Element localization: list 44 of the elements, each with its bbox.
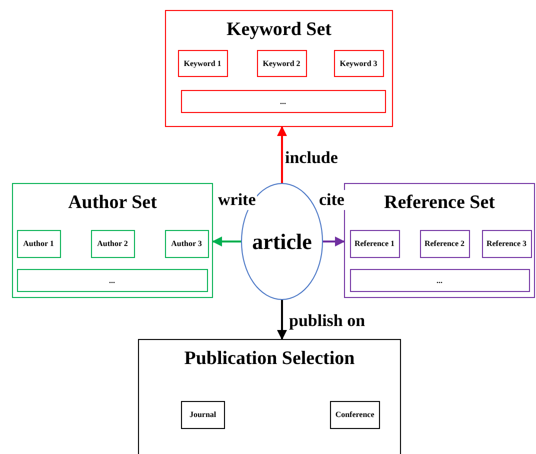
item-box xyxy=(350,268,530,292)
item-box xyxy=(330,400,380,429)
item-label: Author 2 xyxy=(97,239,128,248)
group-box xyxy=(138,339,401,454)
item-label: Conference xyxy=(335,410,374,420)
item-box xyxy=(180,400,225,429)
item-box xyxy=(90,230,134,258)
item-label: Keyword 2 xyxy=(262,58,300,68)
arrow xyxy=(277,300,287,340)
item-box xyxy=(482,230,532,258)
edge-label: publish on xyxy=(288,311,366,331)
item-box xyxy=(256,50,306,76)
item-label: Reference 2 xyxy=(424,239,465,248)
item-label: Author 1 xyxy=(23,239,54,248)
item-label: ... xyxy=(109,276,115,284)
group-title: Author Set xyxy=(68,192,157,214)
group-box xyxy=(12,183,213,298)
group-title: Publication Selection xyxy=(184,348,355,370)
arrow xyxy=(277,126,287,183)
item-box xyxy=(16,268,208,292)
group-box xyxy=(344,183,535,298)
edge-label: cite xyxy=(318,190,346,210)
item-label: ... xyxy=(436,276,442,284)
item-label: Keyword 3 xyxy=(340,58,378,68)
item-label: Journal xyxy=(189,410,216,420)
item-box xyxy=(180,90,386,112)
arrow xyxy=(323,236,345,246)
item-label: ... xyxy=(280,96,286,106)
item-box xyxy=(164,230,208,258)
item-label: Reference 3 xyxy=(486,239,527,248)
edge-label: write xyxy=(217,190,257,210)
item-label: Keyword 1 xyxy=(184,58,222,68)
item-box xyxy=(178,50,228,76)
node-label: article xyxy=(252,228,312,254)
item-box xyxy=(350,230,400,258)
group-title: Reference Set xyxy=(384,192,495,214)
item-box xyxy=(420,230,470,258)
arrow xyxy=(212,236,241,246)
item-label: Author 3 xyxy=(171,239,202,248)
item-label: Reference 1 xyxy=(354,239,395,248)
group-title: Keyword Set xyxy=(226,19,332,41)
item-box xyxy=(334,50,384,76)
group-box xyxy=(165,10,393,127)
item-box xyxy=(16,230,60,258)
